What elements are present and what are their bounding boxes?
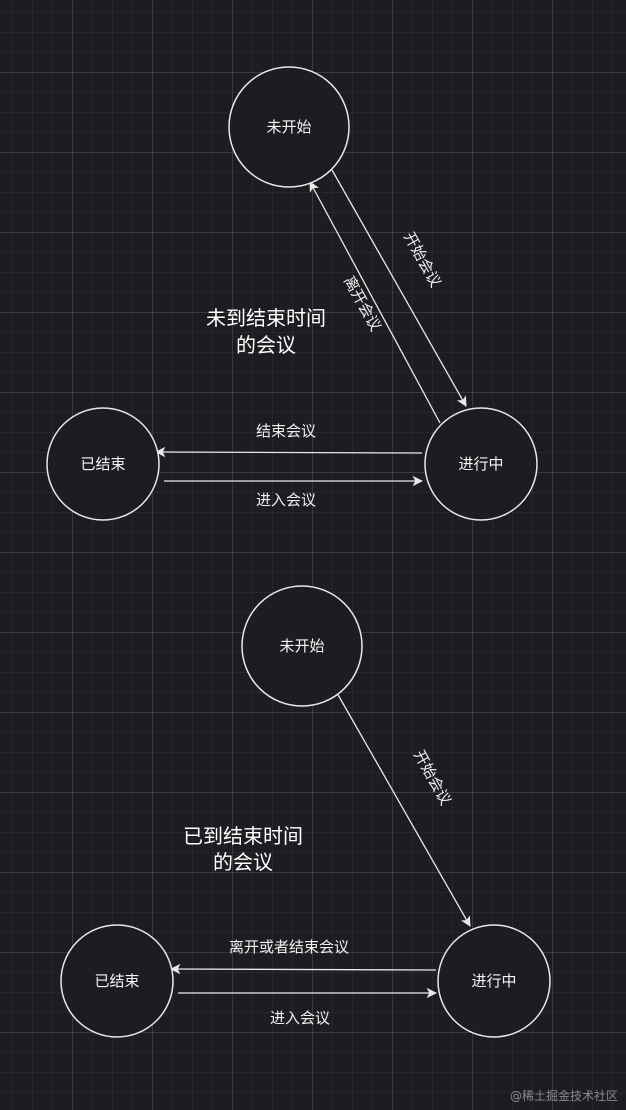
top-label-leave-meeting: 离开会议	[340, 273, 385, 334]
top-edge-start-meeting	[331, 169, 467, 407]
top-note-line1: 未到结束时间	[206, 306, 326, 330]
bottom-label-enter-meeting: 进入会议	[270, 1009, 330, 1027]
bottom-label-leave-or-end-meeting: 离开或者结束会议	[229, 938, 349, 956]
top-node-not-started: 未开始	[228, 66, 350, 188]
bottom-node-not-started: 未开始	[241, 585, 363, 707]
top-node-ended-label: 已结束	[80, 455, 125, 473]
bottom-label-start-meeting: 开始会议	[410, 747, 455, 808]
top-label-start-meeting: 开始会议	[400, 229, 445, 290]
top-node-ended: 已结束	[46, 407, 160, 521]
bottom-diagram: 未开始 进行中 已结束 开始会议 离开或者结束会议 进入会议 已到结束时间 的会…	[60, 585, 551, 1038]
bottom-edge-leave-or-end-meeting	[169, 963, 437, 975]
bottom-node-in-progress-label: 进行中	[471, 972, 516, 990]
watermark-text: @稀土掘金技术社区	[510, 1088, 618, 1103]
top-label-enter-meeting: 进入会议	[256, 491, 316, 509]
top-edge-leave-meeting	[309, 181, 441, 424]
top-edge-end-meeting	[154, 446, 423, 458]
bottom-edge-start-meeting	[336, 692, 471, 927]
top-label-end-meeting: 结束会议	[256, 422, 316, 440]
top-node-in-progress-label: 进行中	[458, 455, 503, 473]
bottom-node-in-progress: 进行中	[437, 924, 551, 1038]
top-node-in-progress: 进行中	[424, 407, 538, 521]
top-diagram: 未开始 进行中 已结束 开始会议 离开会议 结束会议 进入会议 未到结束时间 的…	[46, 66, 538, 521]
bottom-note-line2: 的会议	[213, 850, 273, 874]
bottom-node-ended-label: 已结束	[94, 972, 139, 990]
bottom-note-line1: 已到结束时间	[183, 824, 303, 848]
top-node-not-started-label: 未开始	[266, 118, 311, 136]
bottom-node-ended: 已结束	[60, 924, 174, 1038]
top-note-line2: 的会议	[236, 333, 296, 357]
bottom-node-not-started-label: 未开始	[279, 637, 324, 655]
